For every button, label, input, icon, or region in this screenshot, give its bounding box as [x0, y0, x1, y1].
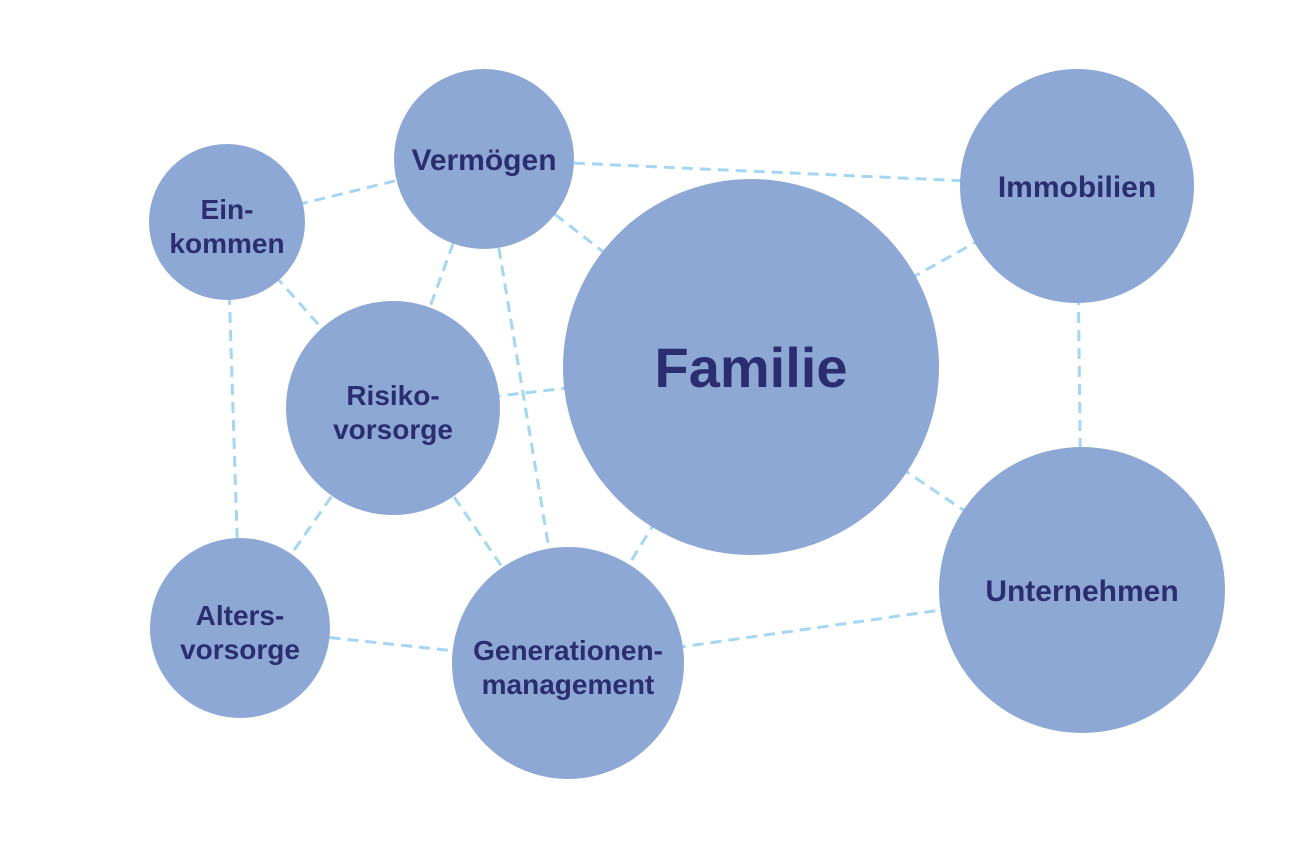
altersvorsorge-label: Alters-vorsorge [180, 600, 300, 665]
node-einkommen: Ein-kommen [149, 144, 305, 300]
node-risikovorsorge: Risiko-vorsorge [286, 301, 500, 515]
connection-vermoegen-generationenmanagement [482, 158, 570, 664]
risikovorsorge-circle [286, 301, 500, 515]
vermoegen-circle [394, 69, 574, 249]
node-generationenmanagement: Generationen-management [452, 547, 684, 779]
node-familie: Familie [563, 179, 939, 555]
einkommen-label: Ein-kommen [169, 194, 284, 259]
node-vermoegen: Vermögen [394, 69, 574, 249]
einkommen-circle [149, 144, 305, 300]
vermoegen-label: Vermögen [411, 144, 556, 177]
familie-circle [563, 179, 939, 555]
familie-label: Familie [655, 336, 848, 399]
altersvorsorge-circle [150, 538, 330, 718]
connection-einkommen-altersvorsorge [225, 221, 242, 629]
generationenmanagement-circle [452, 547, 684, 779]
node-immobilien: Immobilien [960, 69, 1194, 303]
risikovorsorge-label: Risiko-vorsorge [333, 380, 453, 445]
unternehmen-label: Unternehmen [985, 575, 1178, 608]
node-altersvorsorge: Alters-vorsorge [150, 538, 330, 718]
immobilien-circle [960, 69, 1194, 303]
immobilien-label: Immobilien [998, 171, 1156, 204]
connection-immobilien-unternehmen [1075, 185, 1084, 591]
unternehmen-circle [939, 447, 1225, 733]
node-unternehmen: Unternehmen [939, 447, 1225, 733]
generationenmanagement-label: Generationen-management [473, 635, 663, 700]
